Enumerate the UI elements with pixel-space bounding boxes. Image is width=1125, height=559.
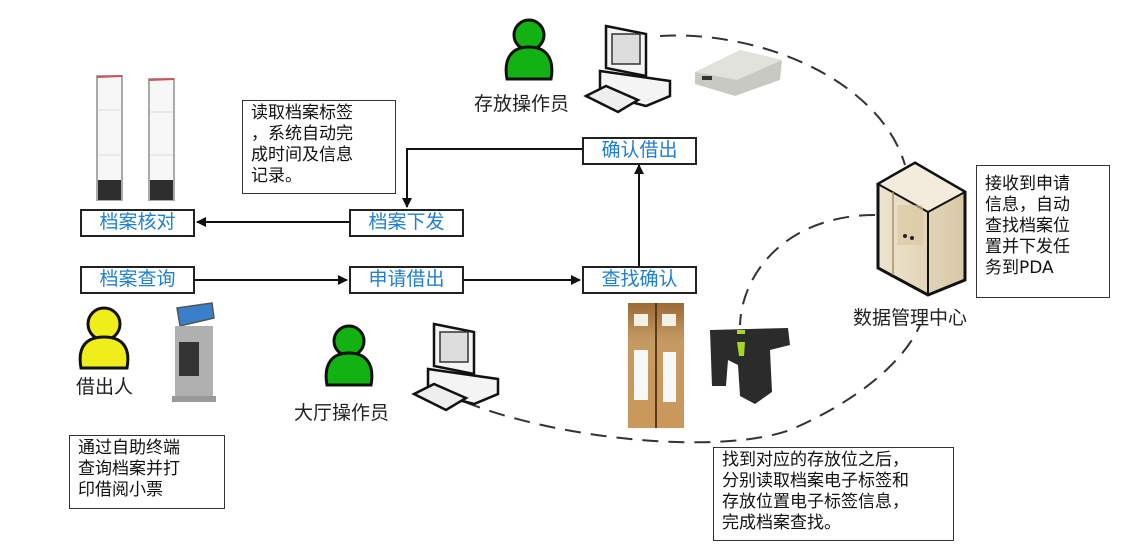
network-link-hall (464, 324, 921, 444)
note-line: 置并下发任 (985, 237, 1070, 257)
step-confirm-borrow: 确认借出 (582, 137, 697, 165)
network-link-storage (659, 34, 906, 166)
note-line: 记录。 (251, 166, 302, 186)
storage-operator-person-icon (504, 18, 554, 81)
note-line: 分别读取档案电子标签和 (722, 471, 909, 491)
step-apply-borrow: 申请借出 (349, 266, 464, 294)
note-line: 找到对应的存放位之后， (722, 450, 909, 470)
note-line: 接收到申请 (985, 174, 1070, 194)
storage-operator-label: 存放操作员 (474, 93, 570, 115)
storage-computer-icon (583, 24, 672, 114)
note-line: 通过自助终端 (78, 438, 180, 458)
hall-operator-label: 大厅操作员 (294, 402, 390, 424)
borrower-person-icon (78, 306, 130, 370)
step-archive-check: 档案核对 (80, 209, 195, 237)
network-link-pda (739, 214, 876, 326)
note-read-tag: 读取档案标签 ，系统自动完 成时间及信息 记录。 (242, 100, 396, 194)
self-service-kiosk-icon (172, 302, 216, 402)
step-archive-issue: 档案下发 (349, 209, 464, 237)
note-line: 存放位置电子标签信息， (722, 492, 909, 512)
note-line: 查询档案并打 (78, 459, 180, 479)
note-line: 查找档案位 (985, 216, 1070, 236)
note-self-service: 通过自助终端 查询档案并打 印借阅小票 (69, 435, 225, 509)
note-find-location: 找到对应的存放位之后， 分别读取档案电子标签和 存放位置电子标签信息， 完成档案… (713, 447, 954, 541)
note-line: 信息，自动 (985, 195, 1070, 215)
note-data-center: 接收到申请 信息，自动 查找档案位 置并下发任 务到PDA (976, 165, 1110, 298)
step-find-confirm: 查找确认 (582, 266, 697, 294)
server-icon (875, 161, 968, 297)
hall-operator-person-icon (324, 324, 374, 387)
rfid-reader-icon (695, 50, 782, 96)
handheld-pda-scanner-icon (710, 328, 790, 404)
rfid-security-gate-icon (96, 75, 175, 201)
note-line: ，系统自动完 (251, 124, 353, 144)
note-line: 完成档案查找。 (722, 513, 841, 533)
note-line: 务到PDA (985, 258, 1054, 278)
note-line: 成时间及信息 (251, 145, 353, 165)
archive-boxes-icon (628, 303, 684, 428)
note-line: 印借阅小票 (78, 480, 163, 500)
note-line: 读取档案标签 (251, 103, 353, 123)
data-center-label: 数据管理中心 (853, 307, 968, 329)
step-archive-query: 档案查询 (80, 266, 195, 294)
hall-computer-icon (411, 322, 500, 412)
borrower-label: 借出人 (76, 376, 134, 398)
arrow-confirm-to-issue (402, 148, 582, 208)
